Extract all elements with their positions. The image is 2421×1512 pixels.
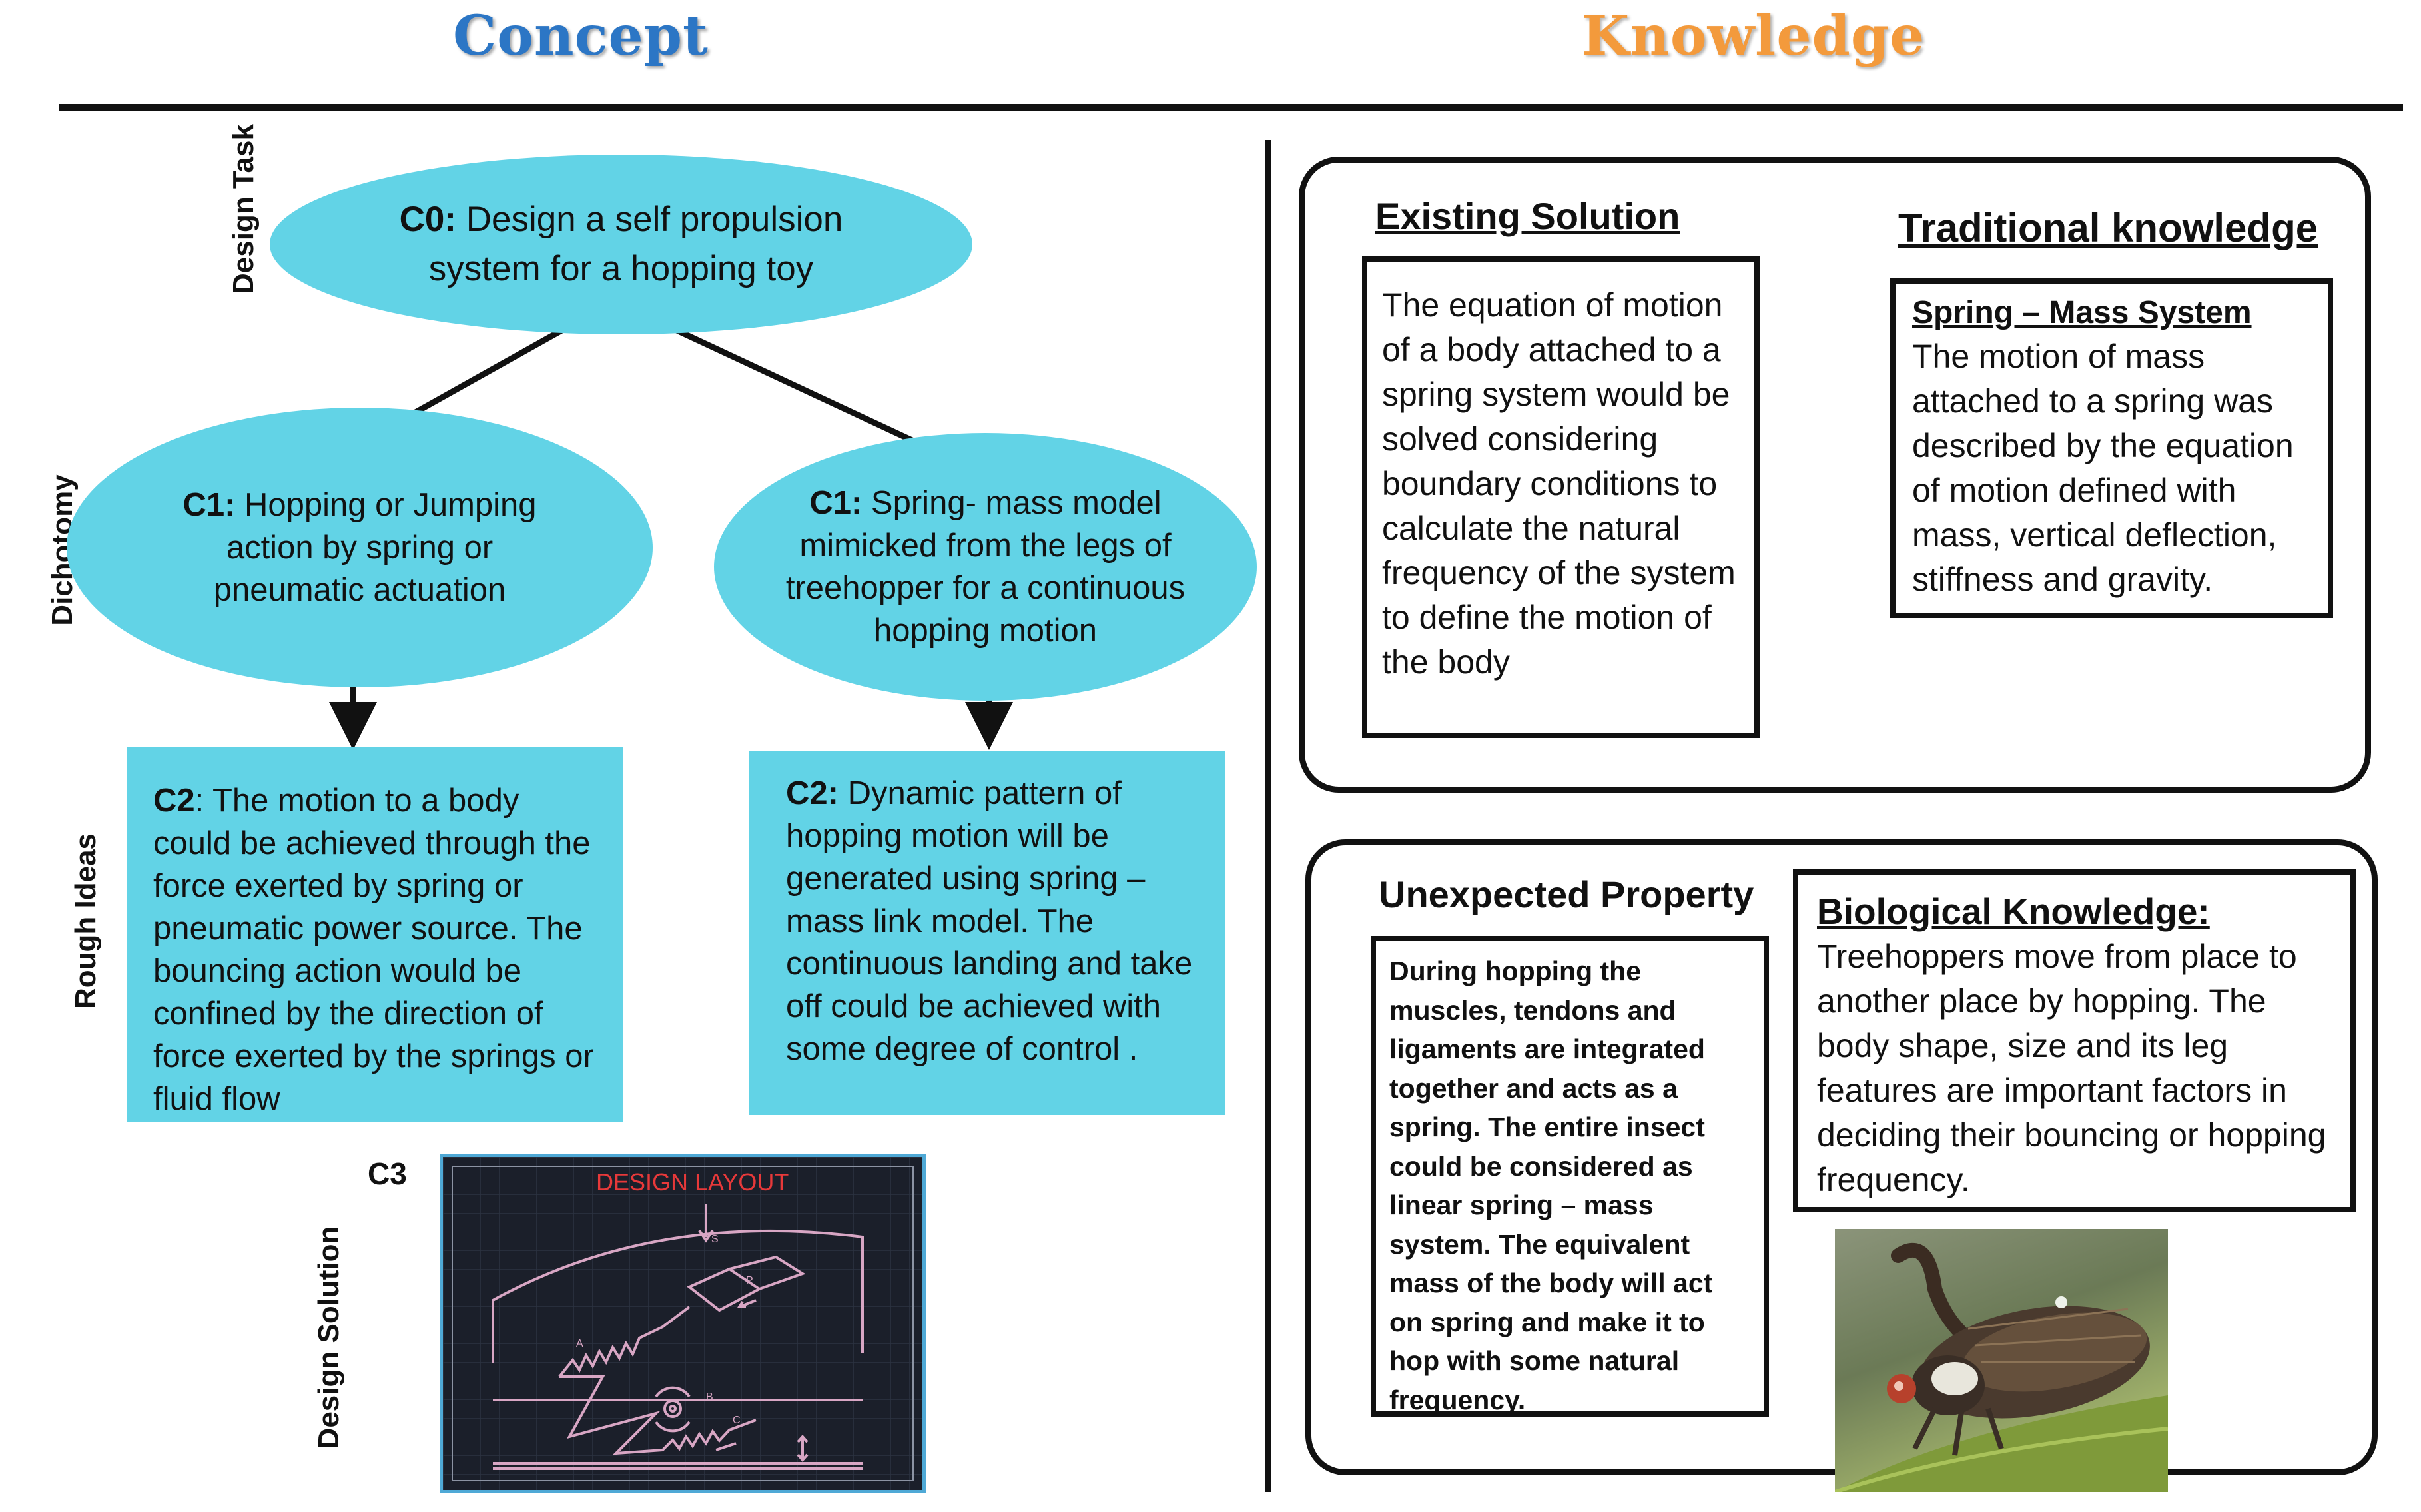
unexpected-property-box: During hopping the muscles, tendons and … [1371,936,1769,1417]
traditional-knowledge-box: Spring – Mass System The motion of mass … [1890,278,2333,618]
layout-title: DESIGN LAYOUT [596,1168,789,1196]
unexpected-property-text: During hopping the muscles, tendons and … [1389,956,1713,1415]
layout-label-p: P [746,1275,753,1286]
header-divider [59,104,2403,111]
design-layout-svg: S P A B C DESIGN LAYOUT [443,1157,922,1490]
knowledge-header: Knowledge [1582,4,1925,68]
existing-solution-box: The equation of motion of a body attache… [1362,256,1760,738]
vertical-divider [1265,140,1271,1492]
c1-right-node: C1: Spring- mass model mimicked from the… [714,433,1257,701]
c0-design-task-node: C0: Design a self propulsion system for … [270,155,972,334]
layout-label-a: A [576,1338,583,1349]
c2-left-box: C2: The motion to a body could be achiev… [127,747,623,1122]
existing-solution-text: The equation of motion of a body attache… [1382,286,1736,681]
c1-left-text: C1: Hopping or Jumping action by spring … [182,487,537,608]
c3-label: C3 [368,1156,407,1191]
knowledge-panel-top [1299,157,2371,793]
c2-left-text: C2: The motion to a body could be achiev… [153,783,594,1117]
layout-frame-arc [492,1229,864,1363]
treehopper-photo [1835,1229,2168,1492]
unexpected-property-title: Unexpected Property [1379,873,1754,915]
traditional-knowledge-subtitle: Spring – Mass System [1912,295,2252,330]
traditional-knowledge-text: The motion of mass attached to a spring … [1912,338,2294,598]
design-layout-drawing: S P A B C DESIGN LAYOUT [440,1154,926,1493]
c1-left-node: C1: Hopping or Jumping action by spring … [67,408,653,687]
biological-knowledge-title: Biological Knowledge: [1817,891,2210,932]
layout-spring-a [558,1306,691,1378]
c2-right-box: C2: Dynamic pattern of hopping motion wi… [749,751,1225,1115]
layout-label-b: B [706,1391,713,1403]
layout-pivot [663,1399,682,1418]
traditional-knowledge-title: Traditional knowledge [1898,206,2318,250]
biological-knowledge-text: Treehoppers move from place to another p… [1817,938,2326,1198]
c2-right-text: C2: Dynamic pattern of hopping motion wi… [786,775,1193,1067]
concept-header: Concept [453,4,709,68]
biological-knowledge-box: Biological Knowledge: Treehoppers move f… [1793,869,2356,1212]
existing-solution-title: Existing Solution [1375,195,1680,237]
c0-text: C0: Design a self propulsion system for … [399,200,843,288]
layout-label-c: C [733,1415,741,1426]
layout-label-s: S [711,1234,719,1245]
c1-right-text: C1: Spring- mass model mimicked from the… [785,485,1186,649]
layout-spring-c [661,1419,757,1451]
layout-leg-zigzag [559,1375,663,1455]
